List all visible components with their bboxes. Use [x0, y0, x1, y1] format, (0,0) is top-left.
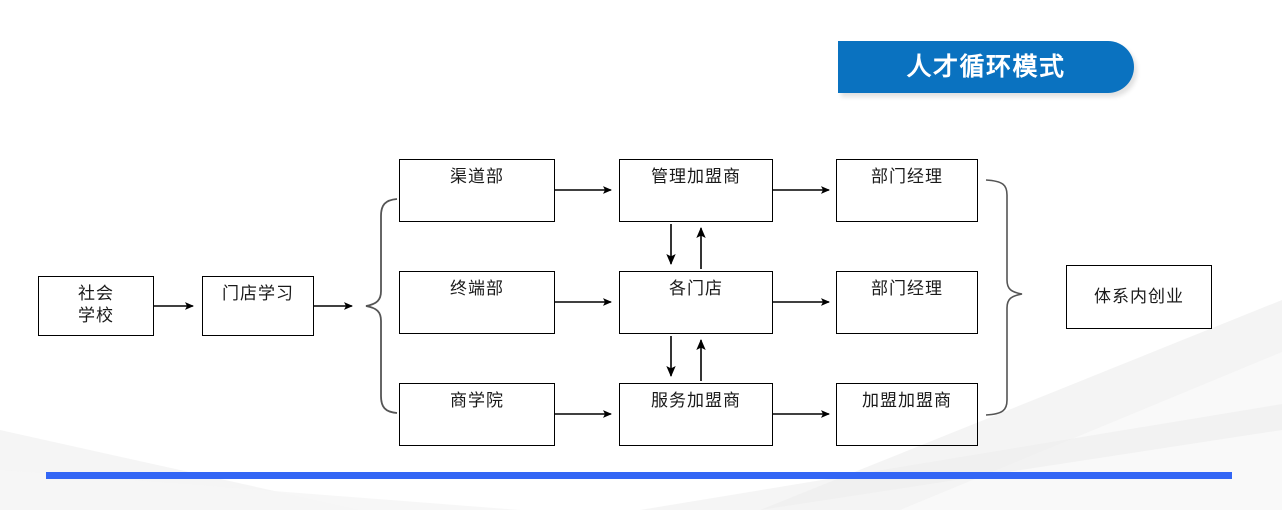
- bottom-accent-bar: [46, 472, 1232, 479]
- node-franchise-franchisee[interactable]: 加盟加盟商: [836, 383, 978, 446]
- brace-left-icon: [365, 198, 398, 414]
- node-terminal-dept[interactable]: 终端部: [399, 271, 555, 334]
- node-all-stores[interactable]: 各门店: [619, 271, 773, 334]
- node-internal-entrepreneurship[interactable]: 体系内创业: [1066, 265, 1212, 329]
- node-channel-dept[interactable]: 渠道部: [399, 159, 555, 222]
- node-service-franchisee[interactable]: 服务加盟商: [619, 383, 773, 446]
- node-business-school[interactable]: 商学院: [399, 383, 555, 446]
- node-store-study[interactable]: 门店学习: [202, 276, 314, 336]
- node-manage-franchisee[interactable]: 管理加盟商: [619, 159, 773, 222]
- brace-right-icon: [985, 179, 1023, 416]
- title-banner: 人才循环模式: [838, 41, 1134, 93]
- node-dept-manager-mid[interactable]: 部门经理: [836, 271, 978, 334]
- node-social-school[interactable]: 社会 学校: [38, 276, 154, 336]
- node-dept-manager-top[interactable]: 部门经理: [836, 159, 978, 222]
- page-title: 人才循环模式: [906, 52, 1066, 81]
